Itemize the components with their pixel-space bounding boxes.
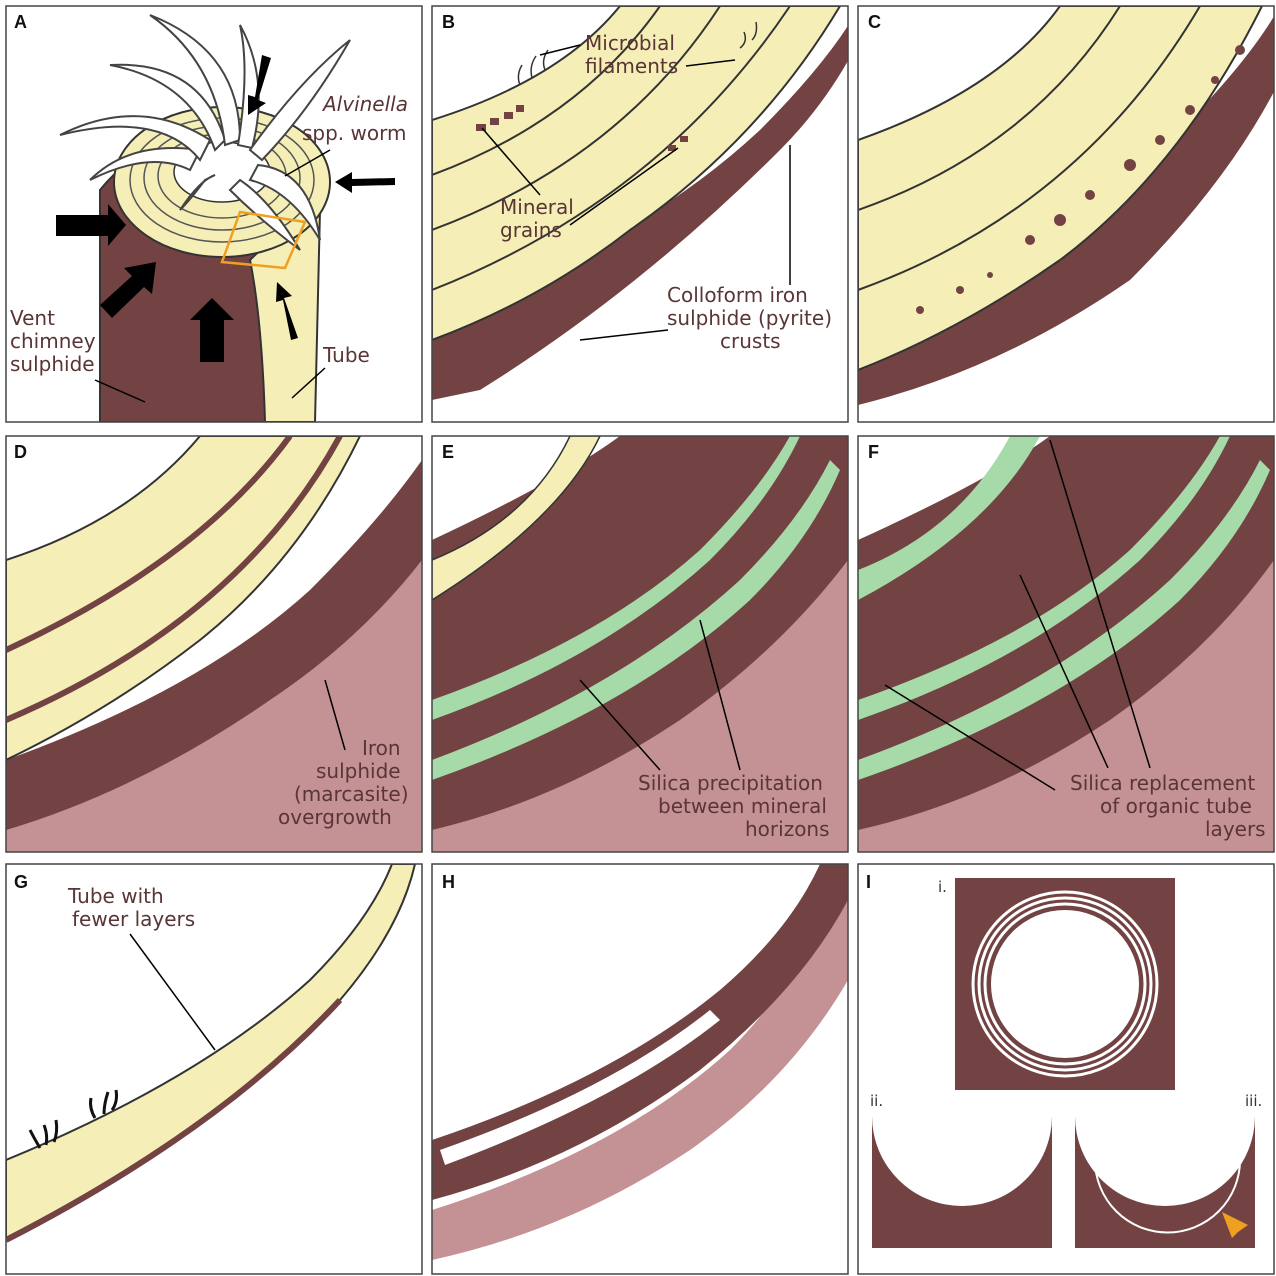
panel-letter-b: B: [442, 12, 455, 32]
label-colloform-1: Colloform iron: [667, 283, 808, 307]
panel-b: Microbial filaments Mineral grains Collo…: [432, 6, 875, 422]
label-f-1: Silica replacement: [1070, 771, 1255, 795]
label-i-ii: ii.: [870, 1092, 883, 1110]
panel-letter-a: A: [14, 12, 27, 32]
panel-g: Tube with fewer layers G: [6, 864, 422, 1274]
label-f-2: of organic tube: [1100, 794, 1252, 818]
label-mineral-1: Mineral: [500, 195, 574, 219]
label-i-i: i.: [938, 878, 947, 896]
label-microbial-2: filaments: [585, 54, 678, 78]
label-worm: spp. worm: [302, 121, 406, 145]
label-microbial-1: Microbial: [585, 31, 675, 55]
panel-letter-g: G: [14, 872, 28, 892]
panel-letter-e: E: [442, 442, 454, 462]
label-vent-1: Vent: [10, 306, 55, 330]
label-d-3: (marcasite): [294, 782, 409, 806]
label-g-2: fewer layers: [72, 907, 195, 931]
panel-letter-d: D: [14, 442, 27, 462]
label-g-1: Tube with: [67, 884, 164, 908]
label-e-1: Silica precipitation: [638, 771, 823, 795]
panel-letter-f: F: [868, 442, 879, 462]
label-colloform-3: crusts: [720, 329, 781, 353]
panel-letter-i: I: [866, 872, 871, 892]
label-vent-3: sulphide: [10, 352, 95, 376]
label-d-4: overgrowth: [278, 805, 392, 829]
panel-c: C: [858, 6, 1276, 422]
panel-i: i. ii. iii. I: [858, 864, 1274, 1274]
label-f-3: layers: [1205, 817, 1266, 841]
label-i-iii: iii.: [1245, 1092, 1262, 1110]
label-colloform-2: sulphide (pyrite): [667, 306, 832, 330]
label-e-2: between mineral: [658, 794, 827, 818]
panel-f: Silica replacement of organic tube layer…: [858, 436, 1274, 852]
panel-letter-h: H: [442, 872, 455, 892]
panel-h: H: [432, 864, 848, 1274]
label-tube: Tube: [322, 343, 370, 367]
label-d-1: Iron: [362, 736, 401, 760]
label-mineral-2: grains: [500, 218, 562, 242]
label-e-3: horizons: [745, 817, 830, 841]
label-vent-2: chimney: [10, 329, 96, 353]
panel-a: Alvinella spp. worm Vent chimney sulphid…: [6, 6, 422, 422]
label-d-2: sulphide: [316, 759, 401, 783]
panel-d: Iron sulphide (marcasite) overgrowth D: [6, 436, 422, 852]
panel-e: Silica precipitation between mineral hor…: [432, 436, 848, 852]
label-alvinella: Alvinella: [321, 92, 408, 116]
panel-letter-c: C: [868, 12, 881, 32]
